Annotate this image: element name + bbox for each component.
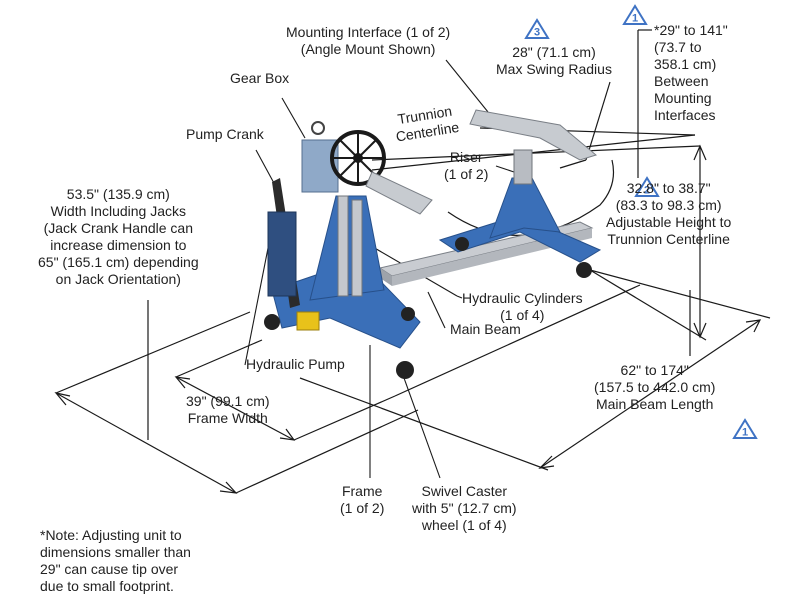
mounting-interface-label: Mounting Interface (1 of 2) (Angle Mount… [286, 24, 451, 57]
beam-length-arrow-a [538, 455, 555, 469]
riser-label: Riser (1 of 2) [444, 149, 489, 182]
pump-crank-label: Pump Crank [186, 126, 264, 142]
left-cylinder-a [337, 195, 349, 297]
main-beam-leader [427, 291, 446, 329]
swing-radius-label: 28" (71.1 cm) Max Swing Radius [496, 44, 612, 77]
right-mount [469, 109, 598, 161]
swing-radius-leader-2 [559, 159, 587, 169]
width-jacks-label: 53.5" (135.9 cm) Width Including Jacks (… [38, 186, 199, 287]
width-jacks-dim-line [55, 392, 237, 494]
positioner-equipment [264, 109, 602, 379]
gear-box-ring [311, 121, 325, 135]
main-beam-label: Main Beam [450, 321, 521, 337]
gear-box-leader [281, 97, 306, 139]
left-cylinder-b [351, 199, 363, 297]
hand-wheel-hub [353, 153, 363, 163]
marker-2-text: 2 [644, 185, 650, 197]
marker-1-text: 1 [632, 13, 638, 25]
left-mount [365, 171, 433, 215]
frame-width-ext-b [293, 395, 396, 441]
gear-box-label: Gear Box [230, 70, 290, 86]
marker-3-text: 3 [534, 27, 540, 39]
leader-lines [244, 59, 515, 479]
frame-label: Frame (1 of 2) [340, 483, 385, 516]
marker-triangle-3: 3 [524, 18, 550, 39]
pump-crank-leader [255, 149, 276, 186]
frame-width-ext-a [175, 339, 263, 378]
mounting-interface-leader [445, 59, 489, 113]
hyd-cyl-leader-b [456, 295, 463, 299]
height-ext-top [371, 145, 701, 161]
hydraulic-pump-leader [244, 237, 271, 366]
marker-1b-text: 1 [742, 427, 748, 439]
right-caster-a [455, 237, 469, 251]
frame-right-ext [394, 284, 641, 397]
mount-between-label: *29" to 141" (73.7 to 358.1 cm) Between … [654, 22, 728, 123]
trunnion-centerline [371, 134, 696, 171]
hydraulic-cylinders-label: Hydraulic Cylinders (1 of 4) [462, 290, 583, 323]
right-caster-b [576, 262, 592, 278]
right-riser-column [513, 149, 533, 185]
frame-width-arrow-a [174, 376, 191, 389]
width-jacks-ext-a [55, 311, 251, 394]
beam-length-arrow-b [745, 319, 762, 333]
height-label: 32.8" to 38.7" (83.3 to 98.3 cm) Adjusta… [606, 180, 732, 247]
height-ext-bottom [589, 269, 707, 341]
beam-length-label: 62" to 174" (157.5 to 442.0 cm) Main Bea… [594, 362, 716, 412]
hydraulic-pump-reservoir [296, 311, 320, 331]
swivel-caster-leader [403, 377, 441, 479]
marker-triangle-1b: 1 [732, 418, 758, 439]
beam-length-ext-b [589, 269, 771, 319]
left-caster-c [401, 307, 415, 321]
frame-width-label: 39" (99.1 cm) Frame Width [186, 393, 270, 426]
main-beam-side [380, 268, 392, 286]
marker-triangle-2: 2 [634, 176, 660, 197]
beam-length-dim-line [539, 319, 761, 469]
left-caster-a [264, 314, 280, 330]
hydraulic-pump-body [267, 211, 297, 297]
riser-leader [495, 165, 515, 173]
width-jacks-ext-b [235, 409, 419, 494]
hydraulic-pump-label: Hydraulic Pump [246, 356, 345, 372]
frame-width-dim-line [175, 376, 295, 441]
left-caster-b [396, 361, 414, 379]
swing-radius-leader [585, 81, 611, 161]
swivel-caster-label: Swivel Caster with 5" (12.7 cm) wheel (1… [412, 483, 517, 533]
right-riser [489, 177, 561, 239]
marker-triangle-1: 1 [622, 4, 648, 25]
footnote: *Note: Adjusting unit to dimensions smal… [40, 527, 191, 594]
beam-length-ext-a [299, 377, 549, 471]
